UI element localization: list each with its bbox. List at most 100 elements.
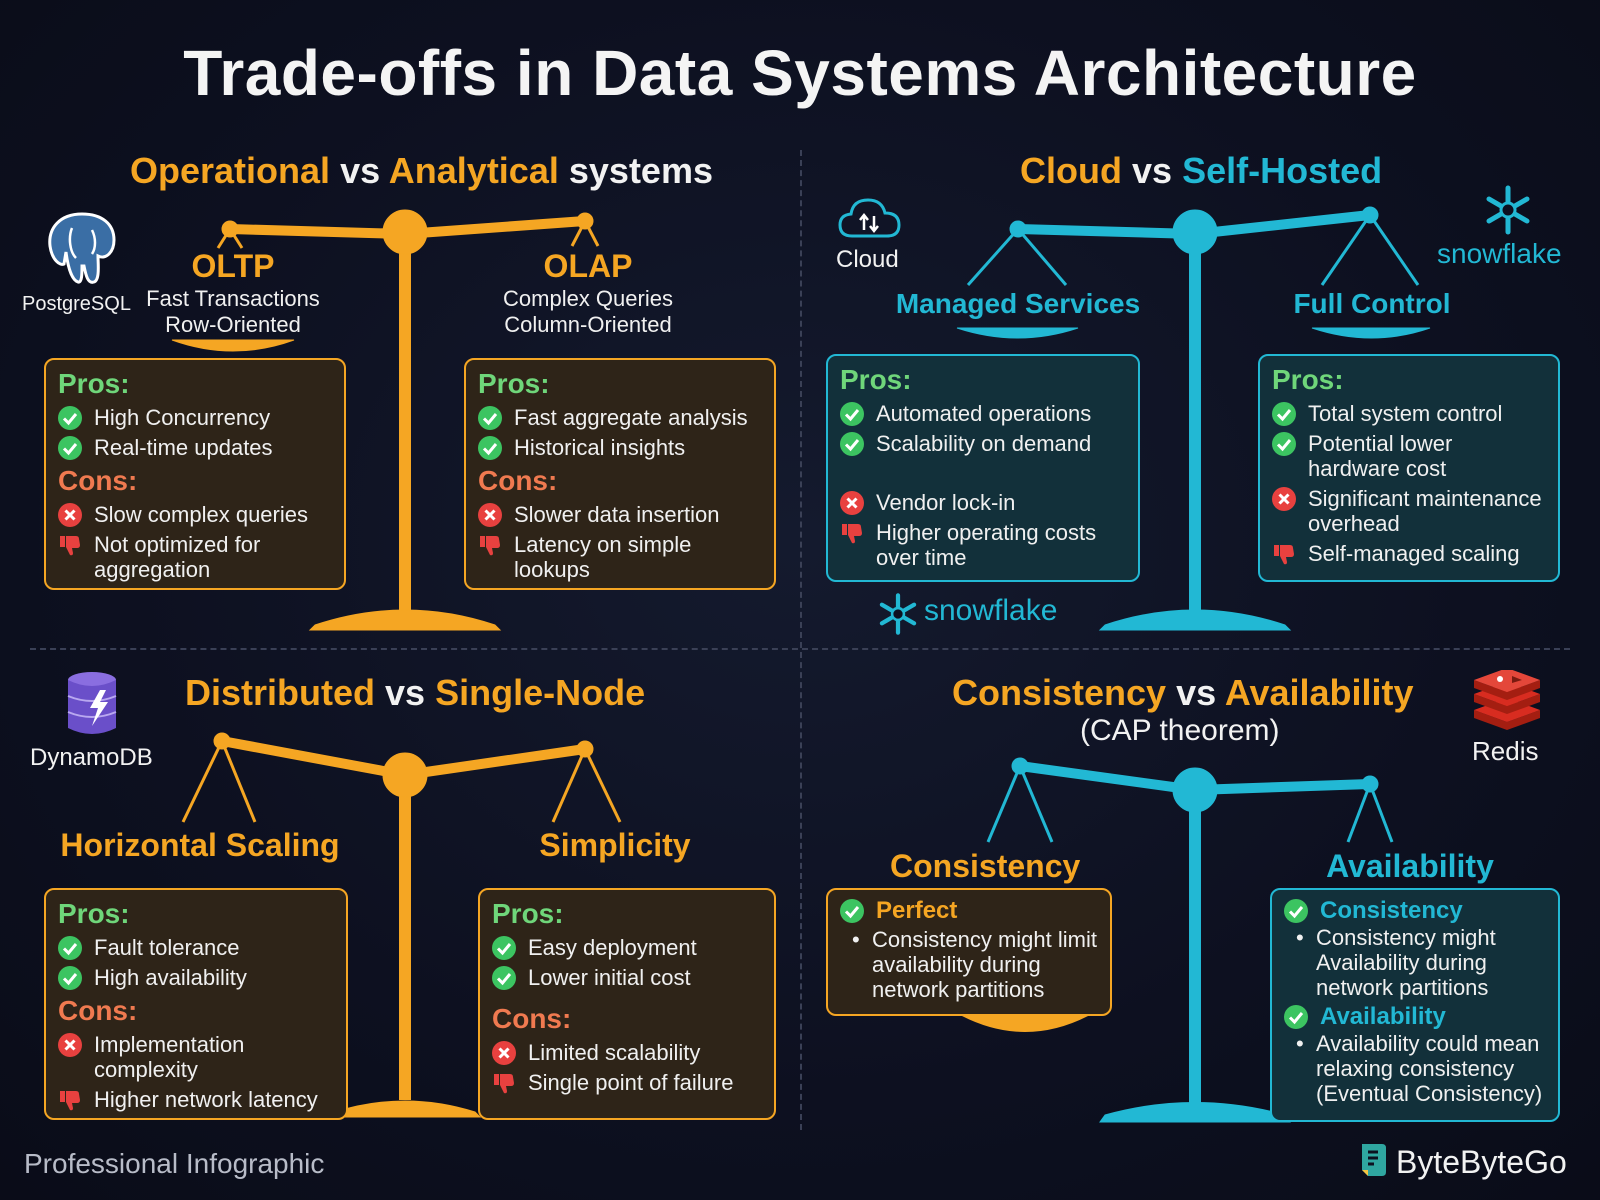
snowflake-label-bottom: snowflake — [924, 594, 1058, 627]
scale-q3 — [181, 732, 622, 1118]
check-icon — [58, 966, 82, 990]
check-icon — [840, 432, 864, 456]
dynamodb-label: DynamoDB — [30, 744, 153, 771]
con-item: Single point of failure — [492, 1070, 762, 1095]
check-icon — [58, 936, 82, 960]
redis-icon — [1474, 670, 1540, 730]
check-icon — [1284, 899, 1308, 923]
pros-header: Pros: — [478, 368, 550, 399]
horizontal-scaling-box: Pros: Fault tolerance High availability … — [44, 888, 348, 1120]
pro-item: High Concurrency — [58, 405, 332, 430]
postgresql-elephant-icon — [48, 212, 116, 284]
cloud-icon — [838, 198, 901, 238]
perfect-header: Perfect — [840, 898, 1098, 923]
oltp-sub-1: Fast Transactions — [146, 286, 320, 311]
con-item: Significant maintenance overhead — [1272, 486, 1546, 536]
pro-item: Easy deployment — [492, 935, 762, 960]
thumbs-down-icon — [492, 1071, 516, 1095]
con-item: Latency on simple lookups — [478, 532, 762, 582]
pro-item: Historical insights — [478, 435, 762, 460]
thumbs-down-icon — [840, 521, 864, 545]
oltp-label: OLTP — [191, 248, 275, 284]
pro-item: Lower initial cost — [492, 965, 762, 990]
check-icon — [58, 406, 82, 430]
olap-box: Pros: Fast aggregate analysis Historical… — [464, 358, 776, 590]
scale-q2 — [956, 206, 1431, 631]
cons-header: Cons: — [58, 995, 138, 1026]
availability-box: Consistency •Consistency might Availabil… — [1270, 888, 1560, 1122]
con-item: Not optimized for aggregation — [58, 532, 332, 582]
check-icon — [492, 966, 516, 990]
check-icon — [478, 436, 502, 460]
full-control-box: Pros: Total system control Potential low… — [1258, 354, 1560, 582]
scale-q4 — [986, 757, 1394, 1123]
pro-item: Total system control — [1272, 401, 1546, 426]
olap-sub-1: Complex Queries — [503, 286, 673, 311]
dynamodb-icon — [67, 672, 117, 734]
vertical-divider — [800, 150, 802, 1130]
consistency-label: Consistency — [890, 848, 1081, 884]
check-icon — [478, 406, 502, 430]
x-circle-icon — [492, 1041, 516, 1065]
check-icon — [1272, 402, 1296, 426]
thumbs-down-icon — [1272, 542, 1296, 566]
con-item: Slow complex queries — [58, 502, 332, 527]
postgresql-label: PostgreSQL — [22, 293, 131, 315]
thumbs-down-icon — [58, 1088, 82, 1112]
x-circle-icon — [58, 503, 82, 527]
managed-services-label: Managed Services — [895, 288, 1141, 319]
cons-header: Cons: — [478, 465, 558, 496]
check-icon — [1284, 1005, 1308, 1029]
check-icon — [58, 436, 82, 460]
x-circle-icon — [58, 1033, 82, 1057]
bytebytego-brand: ByteByteGo — [1396, 1144, 1567, 1180]
con-item: Self-managed scaling — [1272, 541, 1546, 566]
managed-services-box: Pros: Automated operations Scalability o… — [826, 354, 1140, 582]
consistency-header: Consistency — [1284, 898, 1546, 923]
q1-title: Operational vs Analytical systems — [130, 150, 713, 191]
pro-item: Potential lower hardware cost — [1272, 431, 1546, 481]
main-title: Trade-offs in Data Systems Architecture — [183, 37, 1417, 109]
consistency-bullet: •Consistency might Availability during n… — [1296, 925, 1496, 1000]
redis-label: Redis — [1472, 736, 1539, 766]
thumbs-down-icon — [58, 533, 82, 557]
pro-item: Scalability on demand — [840, 431, 1126, 456]
availability-bullet: •Availability could mean relaxing consis… — [1296, 1031, 1543, 1106]
consistency-pan — [962, 1016, 1088, 1032]
consistency-box: Perfect •Consistency might limit availab… — [826, 888, 1112, 1016]
check-icon — [840, 402, 864, 426]
pros-header: Pros: — [492, 898, 564, 929]
thumbs-down-icon — [478, 533, 502, 557]
con-item: Higher network latency — [58, 1087, 334, 1112]
cap-theorem-subtitle: (CAP theorem) — [1080, 714, 1280, 747]
simplicity-box: Pros: Easy deployment Lower initial cost… — [478, 888, 776, 1120]
footer-caption: Professional Infographic — [24, 1148, 325, 1179]
check-icon — [492, 936, 516, 960]
snowflake-icon — [1486, 185, 1530, 235]
cons-header: Cons: — [58, 465, 138, 496]
pros-header: Pros: — [58, 898, 130, 929]
check-icon — [1272, 432, 1296, 456]
cons-header: Cons: — [492, 1003, 572, 1034]
availability-header: Availability — [1284, 1004, 1546, 1029]
availability-label: Availability — [1326, 848, 1494, 884]
con-item: Vendor lock-in — [840, 490, 1126, 515]
snowflake-label-top: snowflake — [1437, 238, 1562, 269]
pros-header: Pros: — [840, 364, 912, 395]
horizontal-scaling-label: Horizontal Scaling — [60, 827, 340, 863]
full-control-label: Full Control — [1293, 288, 1451, 319]
oltp-box: Pros: High Concurrency Real-time updates… — [44, 358, 346, 590]
oltp-sub-2: Row-Oriented — [165, 312, 301, 337]
pro-item: Fault tolerance — [58, 935, 334, 960]
scale-q1 — [171, 209, 600, 631]
pro-item: Automated operations — [840, 401, 1126, 426]
check-icon — [840, 899, 864, 923]
bytebytego-logo-icon — [1362, 1144, 1386, 1176]
pro-item: High availability — [58, 965, 334, 990]
x-circle-icon — [840, 491, 864, 515]
cloud-label: Cloud — [836, 246, 899, 273]
snowflake-icon-bottom — [879, 593, 917, 635]
olap-label: OLAP — [543, 248, 633, 284]
q2-title: Cloud vs Self-Hosted — [1020, 150, 1383, 191]
